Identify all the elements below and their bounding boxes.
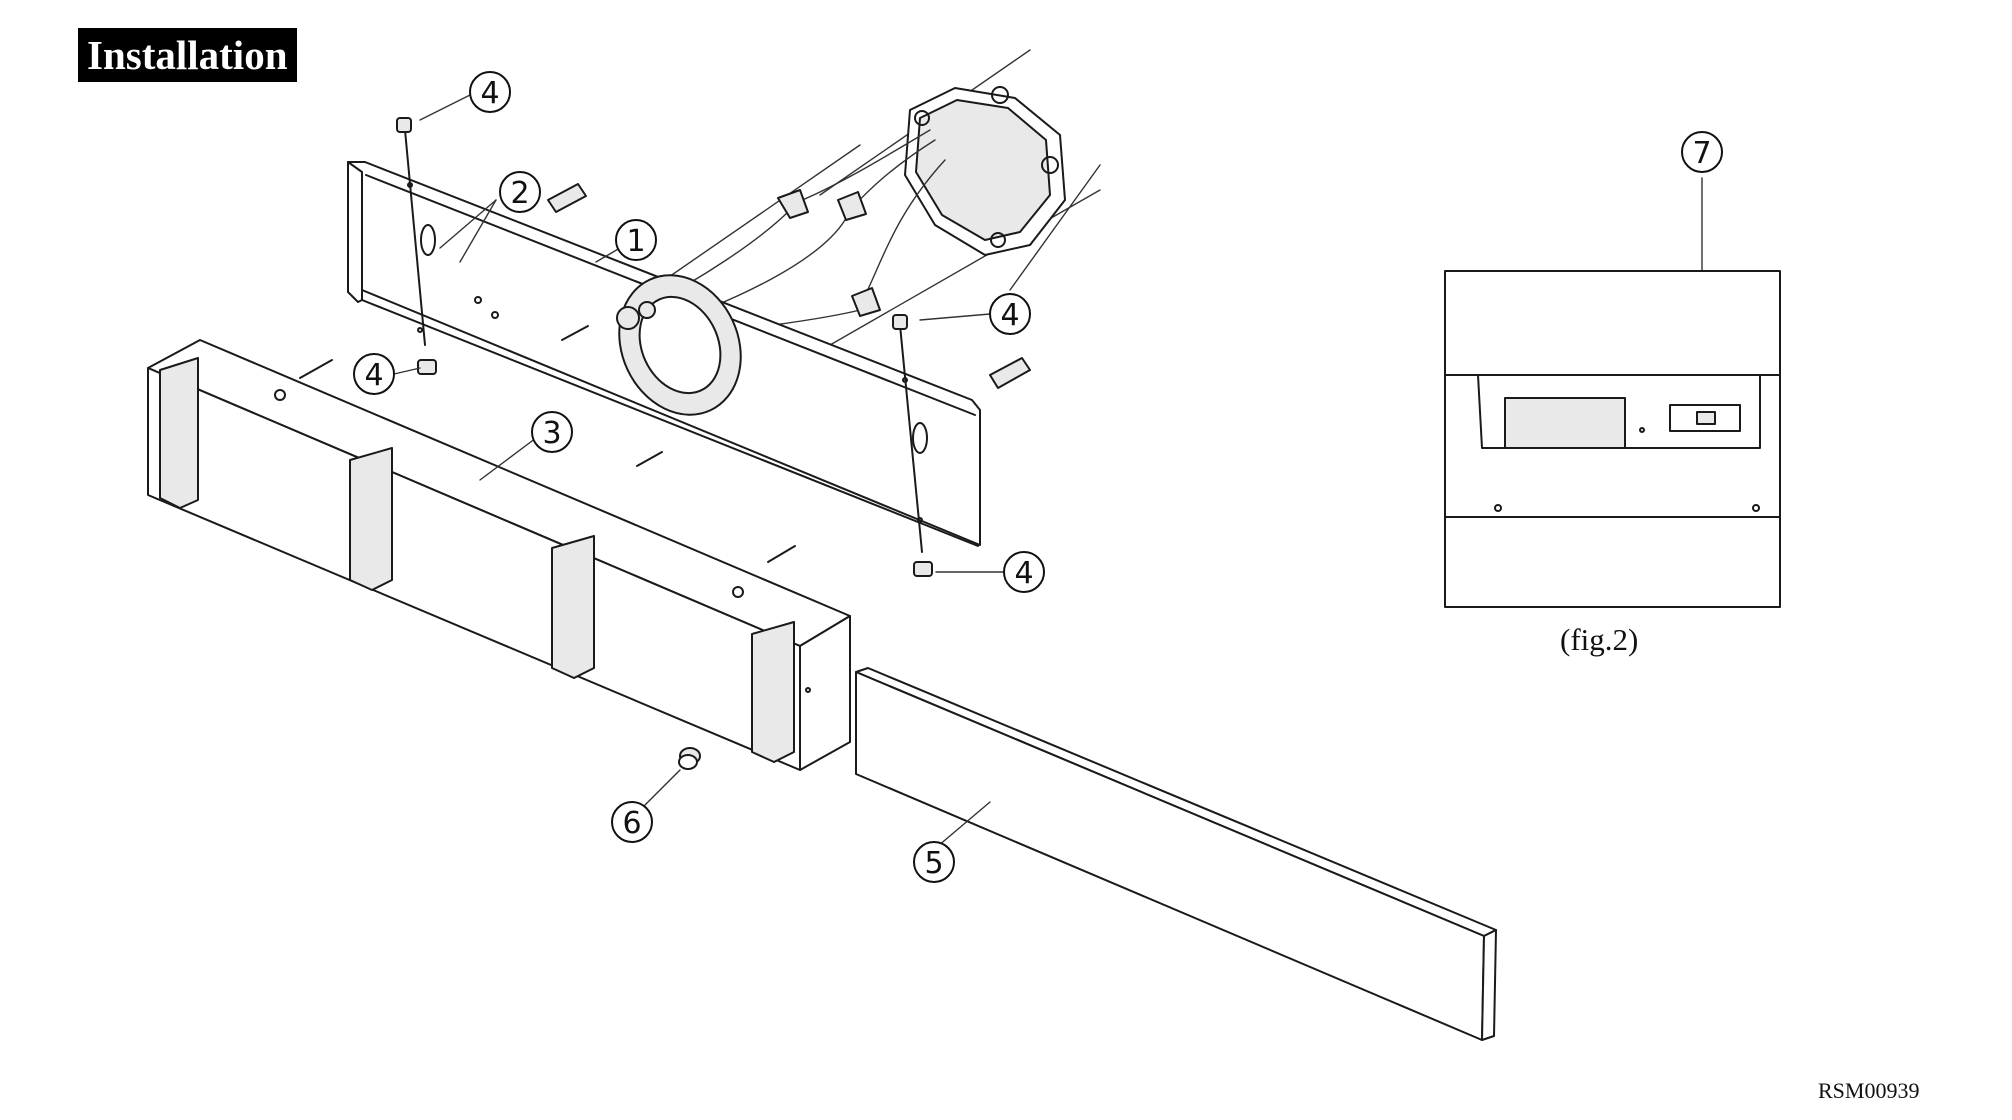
callout-label: 4 bbox=[1014, 556, 1033, 591]
callout-4-right-bottom: 4 bbox=[1003, 551, 1045, 593]
callout-5: 5 bbox=[913, 841, 955, 883]
callout-4-right-top: 4 bbox=[989, 293, 1031, 335]
callout-3: 3 bbox=[531, 411, 573, 453]
callout-label: 7 bbox=[1692, 136, 1711, 171]
callout-label: 4 bbox=[364, 358, 383, 393]
callout-label: 3 bbox=[542, 416, 561, 451]
callout-4-left: 4 bbox=[353, 353, 395, 395]
callout-2: 2 bbox=[499, 171, 541, 213]
callout-label: 4 bbox=[1000, 298, 1019, 333]
callout-label: 4 bbox=[480, 76, 499, 111]
back-shell bbox=[147, 339, 851, 771]
junction-box bbox=[649, 49, 1101, 346]
screws bbox=[299, 117, 1031, 577]
finial-knob bbox=[678, 747, 701, 770]
mounting-plate bbox=[347, 161, 981, 547]
callout-label: 5 bbox=[924, 846, 943, 881]
document-code: RSM00939 bbox=[1818, 1078, 1920, 1103]
front-cover bbox=[855, 667, 1497, 1041]
callout-label: 2 bbox=[510, 176, 529, 211]
callout-1: 1 bbox=[615, 219, 657, 261]
callout-label: 1 bbox=[626, 224, 645, 259]
callout-6: 6 bbox=[611, 801, 653, 843]
callout-7: 7 bbox=[1681, 131, 1723, 173]
callout-label: 6 bbox=[622, 806, 641, 841]
page-title: Installation bbox=[78, 28, 297, 82]
inset-fig2 bbox=[1444, 270, 1781, 608]
callout-4-top: 4 bbox=[469, 71, 511, 113]
inset-caption: (fig.2) bbox=[1560, 622, 1639, 657]
